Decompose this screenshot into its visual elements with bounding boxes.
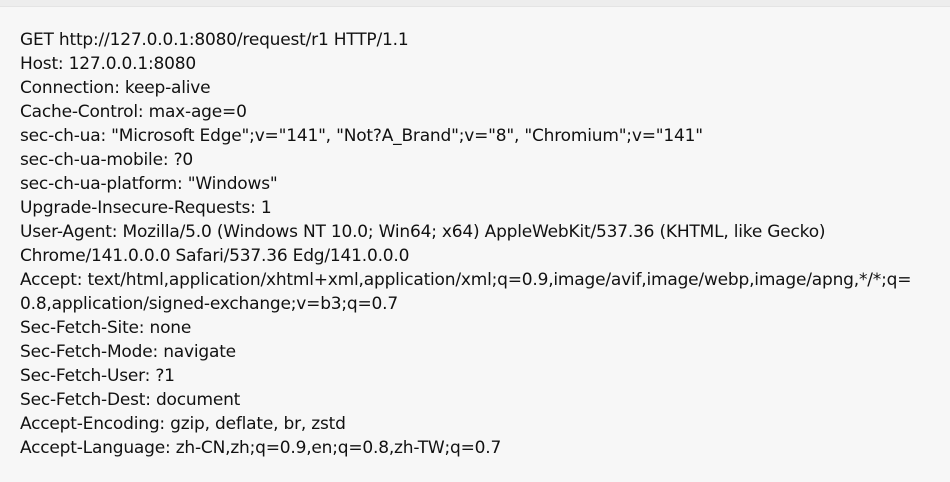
header-cache-control: Cache-Control: max-age=0 — [20, 102, 247, 122]
header-accept-encoding: Accept-Encoding: gzip, deflate, br, zstd — [20, 414, 346, 434]
request-line: GET http://127.0.0.1:8080/request/r1 HTT… — [20, 30, 409, 50]
header-sec-fetch-dest: Sec-Fetch-Dest: document — [20, 390, 241, 410]
header-sec-ch-ua-platform: sec-ch-ua-platform: "Windows" — [20, 174, 278, 194]
header-accept-part-1: Accept: text/html,application/xhtml+xml,… — [20, 270, 912, 290]
header-user-agent-part-1: User-Agent: Mozilla/5.0 (Windows NT 10.0… — [20, 222, 826, 242]
header-sec-fetch-site: Sec-Fetch-Site: none — [20, 318, 192, 338]
header-host: Host: 127.0.0.1:8080 — [20, 54, 196, 74]
header-accept-language: Accept-Language: zh-CN,zh;q=0.9,en;q=0.8… — [20, 438, 502, 458]
header-sec-fetch-mode: Sec-Fetch-Mode: navigate — [20, 342, 236, 362]
http-request-text: GET http://127.0.0.1:8080/request/r1 HTT… — [20, 28, 950, 460]
header-upgrade-insecure-requests: Upgrade-Insecure-Requests: 1 — [20, 198, 272, 218]
header-sec-fetch-user: Sec-Fetch-User: ?1 — [20, 366, 175, 386]
header-sec-ch-ua-mobile: sec-ch-ua-mobile: ?0 — [20, 150, 194, 170]
top-border — [0, 0, 950, 7]
header-sec-ch-ua: sec-ch-ua: "Microsoft Edge";v="141", "No… — [20, 126, 703, 146]
header-connection: Connection: keep-alive — [20, 78, 211, 98]
header-user-agent-part-2: Chrome/141.0.0.0 Safari/537.36 Edg/141.0… — [20, 246, 410, 266]
header-accept-part-2: 0.8,application/signed-exchange;v=b3;q=0… — [20, 294, 398, 314]
